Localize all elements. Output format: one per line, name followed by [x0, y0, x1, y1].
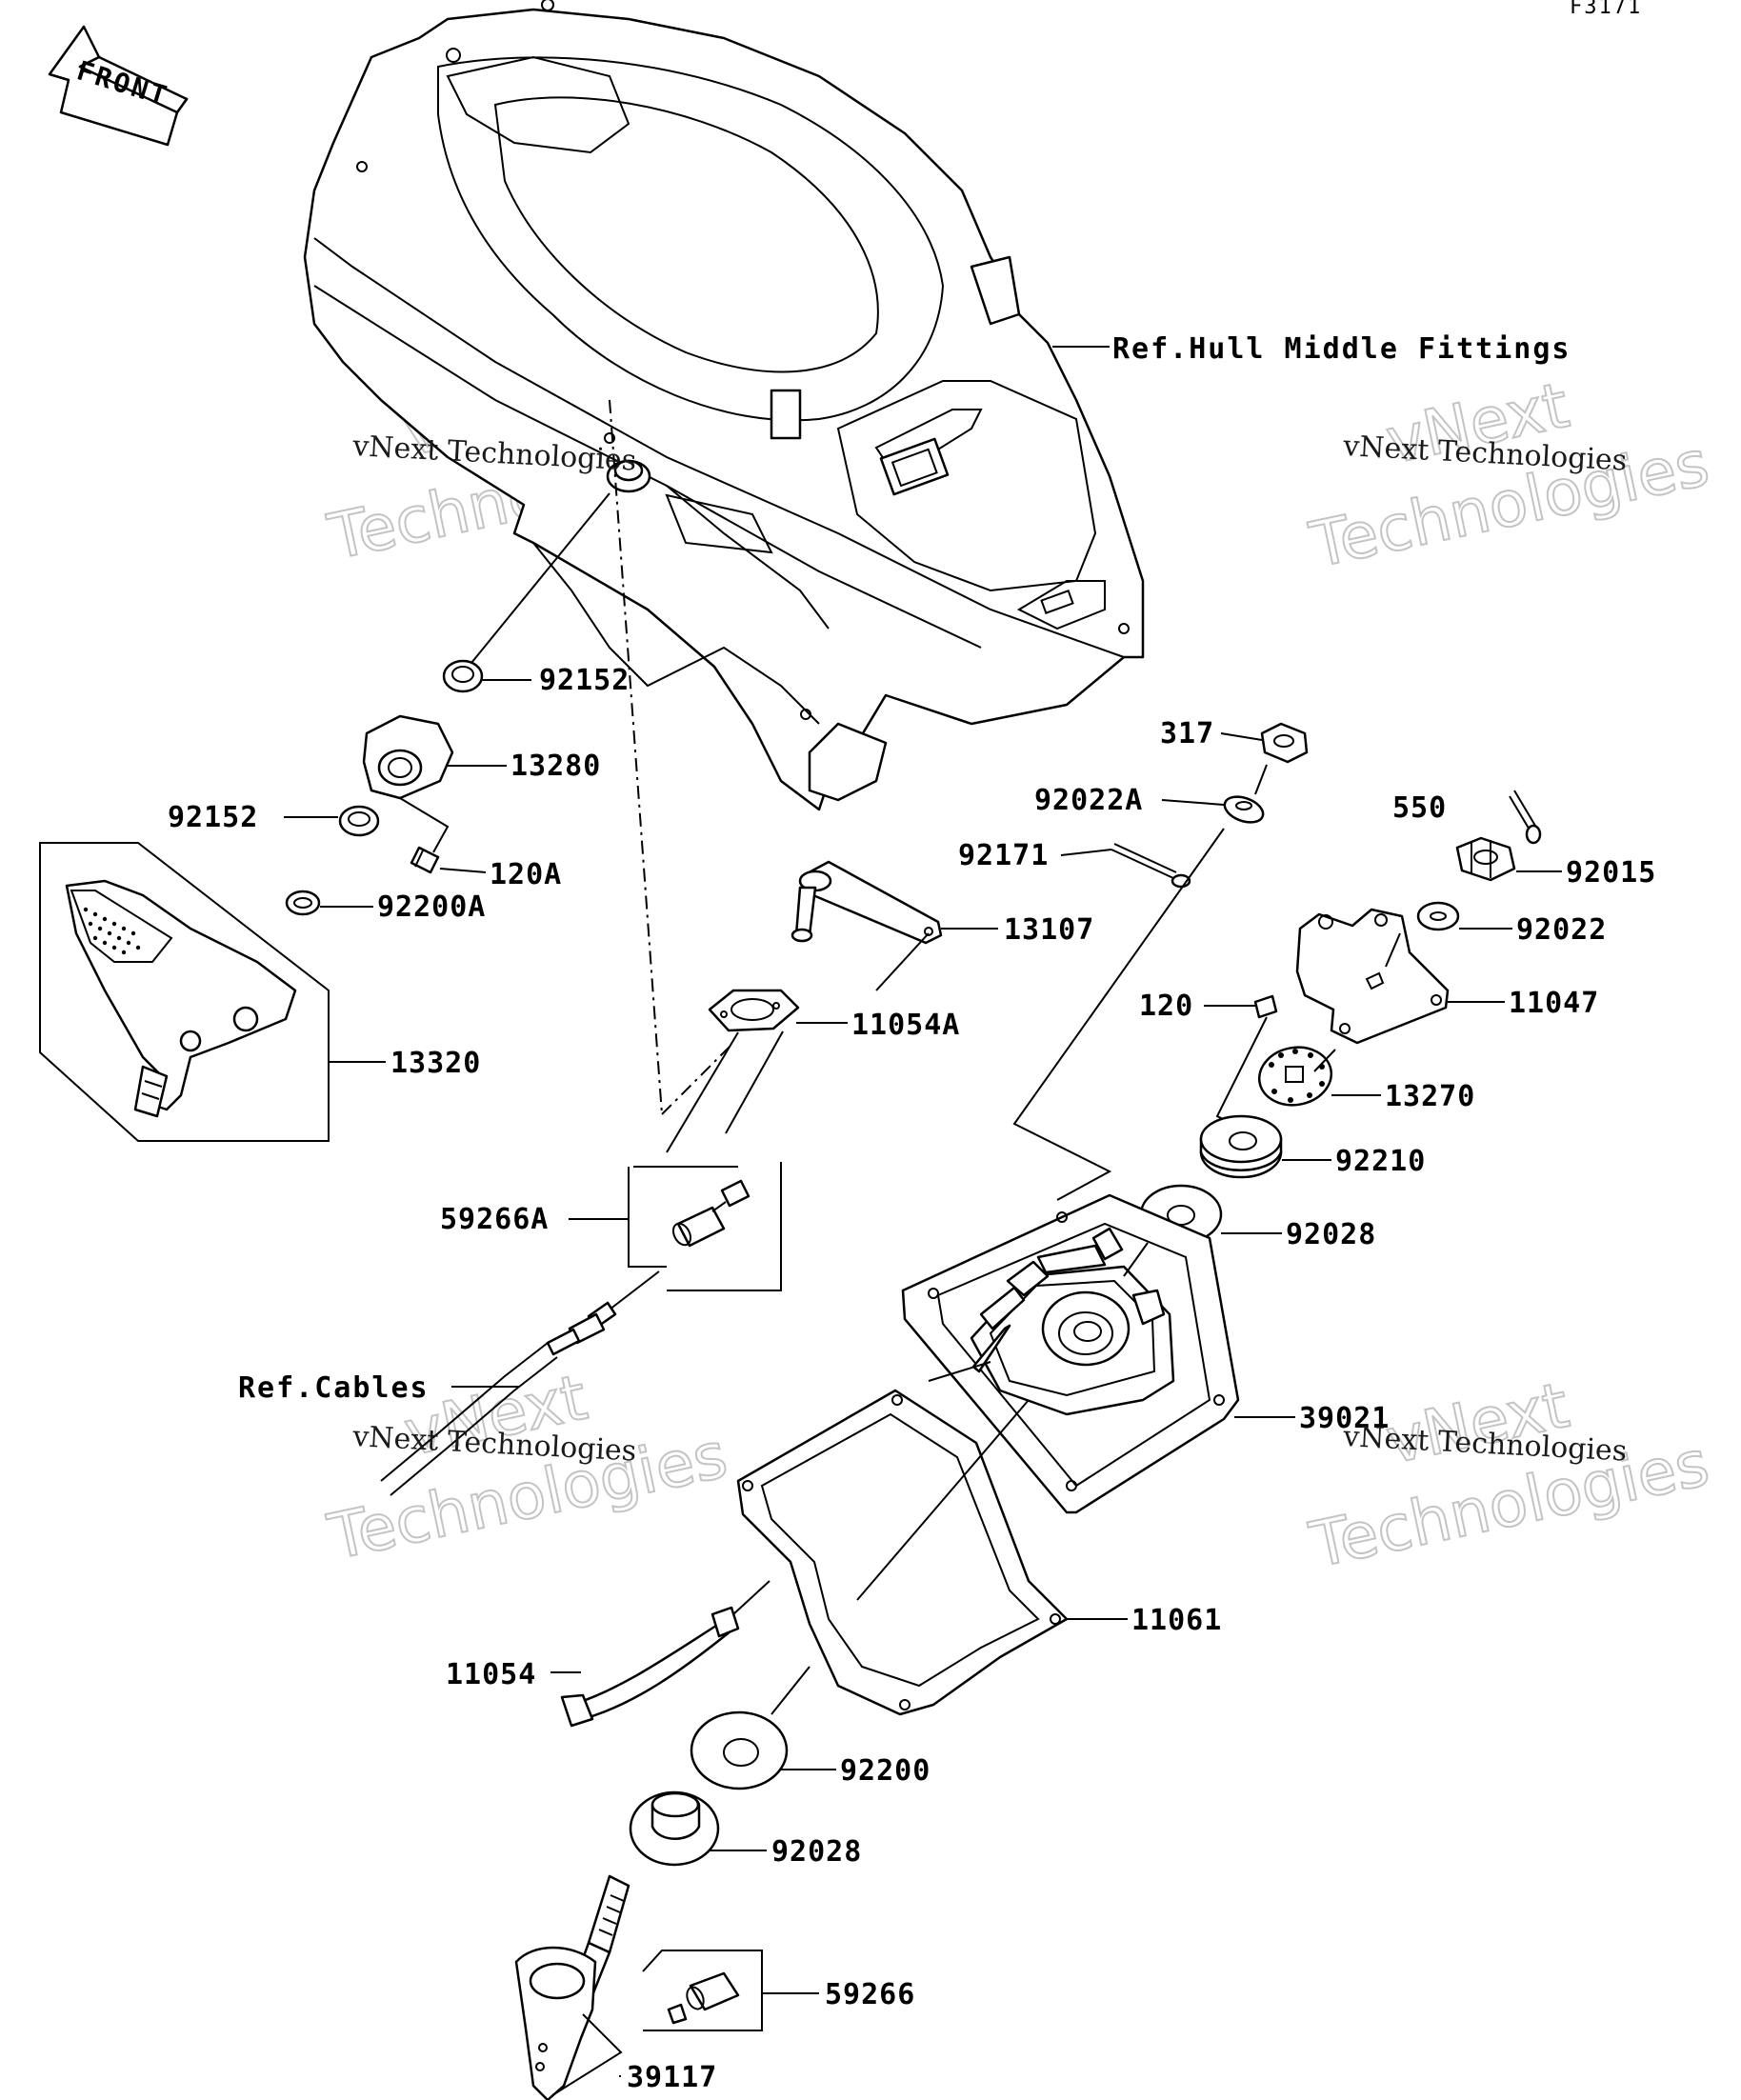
callout-120: 120: [1139, 990, 1193, 1023]
hull-illustration: [303, 0, 1145, 811]
part-317-nut: [1220, 722, 1309, 764]
grip-texture-icon: [83, 907, 141, 955]
part-92210-collar: [1199, 1114, 1331, 1179]
callout-92200A: 92200A: [377, 890, 486, 924]
part-39021-housing: [901, 1193, 1295, 1514]
watermark-bottom-right: vNext Technologies: [1303, 1368, 1716, 1583]
callout-92171: 92171: [958, 839, 1049, 872]
part-11047-bracket: [1295, 908, 1505, 1045]
part-59266A-group: [569, 1030, 784, 1291]
callout-92210: 92210: [1335, 1145, 1426, 1178]
part-13270-disc: [1257, 1046, 1381, 1107]
part-92152-left: [284, 805, 380, 837]
part-92171-pin: [1060, 843, 1191, 889]
callout-39021: 39021: [1299, 1402, 1390, 1435]
part-120A-bolt: [410, 846, 487, 874]
callout-13320: 13320: [390, 1047, 481, 1080]
part-92152-top: [442, 659, 531, 693]
callout-13107: 13107: [1004, 913, 1094, 947]
callout-92152-left: 92152: [168, 801, 258, 834]
callout-13270: 13270: [1385, 1080, 1475, 1113]
part-59266-joint: [642, 1950, 819, 2031]
axis-line-hull-diag: [661, 1042, 734, 1115]
callout-92028-lower: 92028: [771, 1835, 862, 1869]
callout-11054A: 11054A: [851, 1009, 960, 1042]
cable-end: [380, 1270, 660, 1496]
axis-line-hull: [609, 399, 663, 1115]
part-13107-lever: [790, 860, 998, 991]
part-92015-castle-nut: [1455, 836, 1562, 882]
watermark-small-bottom-right: vNext Technologies: [1342, 1420, 1628, 1469]
callout-92200: 92200: [840, 1754, 931, 1788]
front-arrow-icon: FRONT: [48, 25, 189, 147]
diagram-code: F3171: [1570, 0, 1642, 19]
callout-120A: 120A: [490, 858, 562, 891]
callout-11054: 11054: [446, 1658, 536, 1691]
callout-11061: 11061: [1131, 1604, 1222, 1637]
ref-hull-label: Ref.Hull Middle Fittings: [1112, 332, 1571, 366]
callout-92028-upper: 92028: [1286, 1218, 1376, 1251]
part-550-cotter: [1509, 790, 1542, 845]
part-39117-shaft-arm: [514, 1874, 630, 2100]
part-11061-gasket: [736, 1361, 1128, 1716]
part-92022-washer: [1416, 901, 1512, 931]
callout-92152-top: 92152: [539, 664, 630, 697]
watermark-small-top-right: vNext Technologies: [1342, 430, 1628, 478]
callout-92022: 92022: [1516, 913, 1607, 947]
callout-317: 317: [1160, 717, 1214, 750]
part-13280-bracket: [362, 714, 507, 853]
part-92028-lower-bushing: [629, 1790, 767, 1867]
callout-11047: 11047: [1509, 987, 1599, 1020]
part-11054A-plate: [708, 989, 848, 1032]
axis-line-right: [1012, 828, 1225, 1201]
callout-92022A: 92022A: [1034, 784, 1143, 817]
watermark-small-bottom-left: vNext Technologies: [351, 1420, 637, 1469]
part-13320-box: [39, 842, 386, 1142]
part-11054-link: [550, 1580, 770, 1728]
part-92200A-washer: [285, 890, 373, 916]
ref-cables-label: Ref.Cables: [238, 1371, 430, 1405]
callout-13280: 13280: [510, 750, 601, 783]
hull-stud: [470, 459, 651, 664]
part-92022A-washer: [1161, 764, 1268, 824]
callout-550: 550: [1392, 791, 1447, 825]
callout-92015: 92015: [1566, 856, 1656, 890]
callout-59266A: 59266A: [440, 1203, 549, 1236]
part-92200-washer: [690, 1666, 836, 1790]
callout-59266: 59266: [825, 1978, 915, 2011]
callout-39117: 39117: [627, 2061, 717, 2094]
